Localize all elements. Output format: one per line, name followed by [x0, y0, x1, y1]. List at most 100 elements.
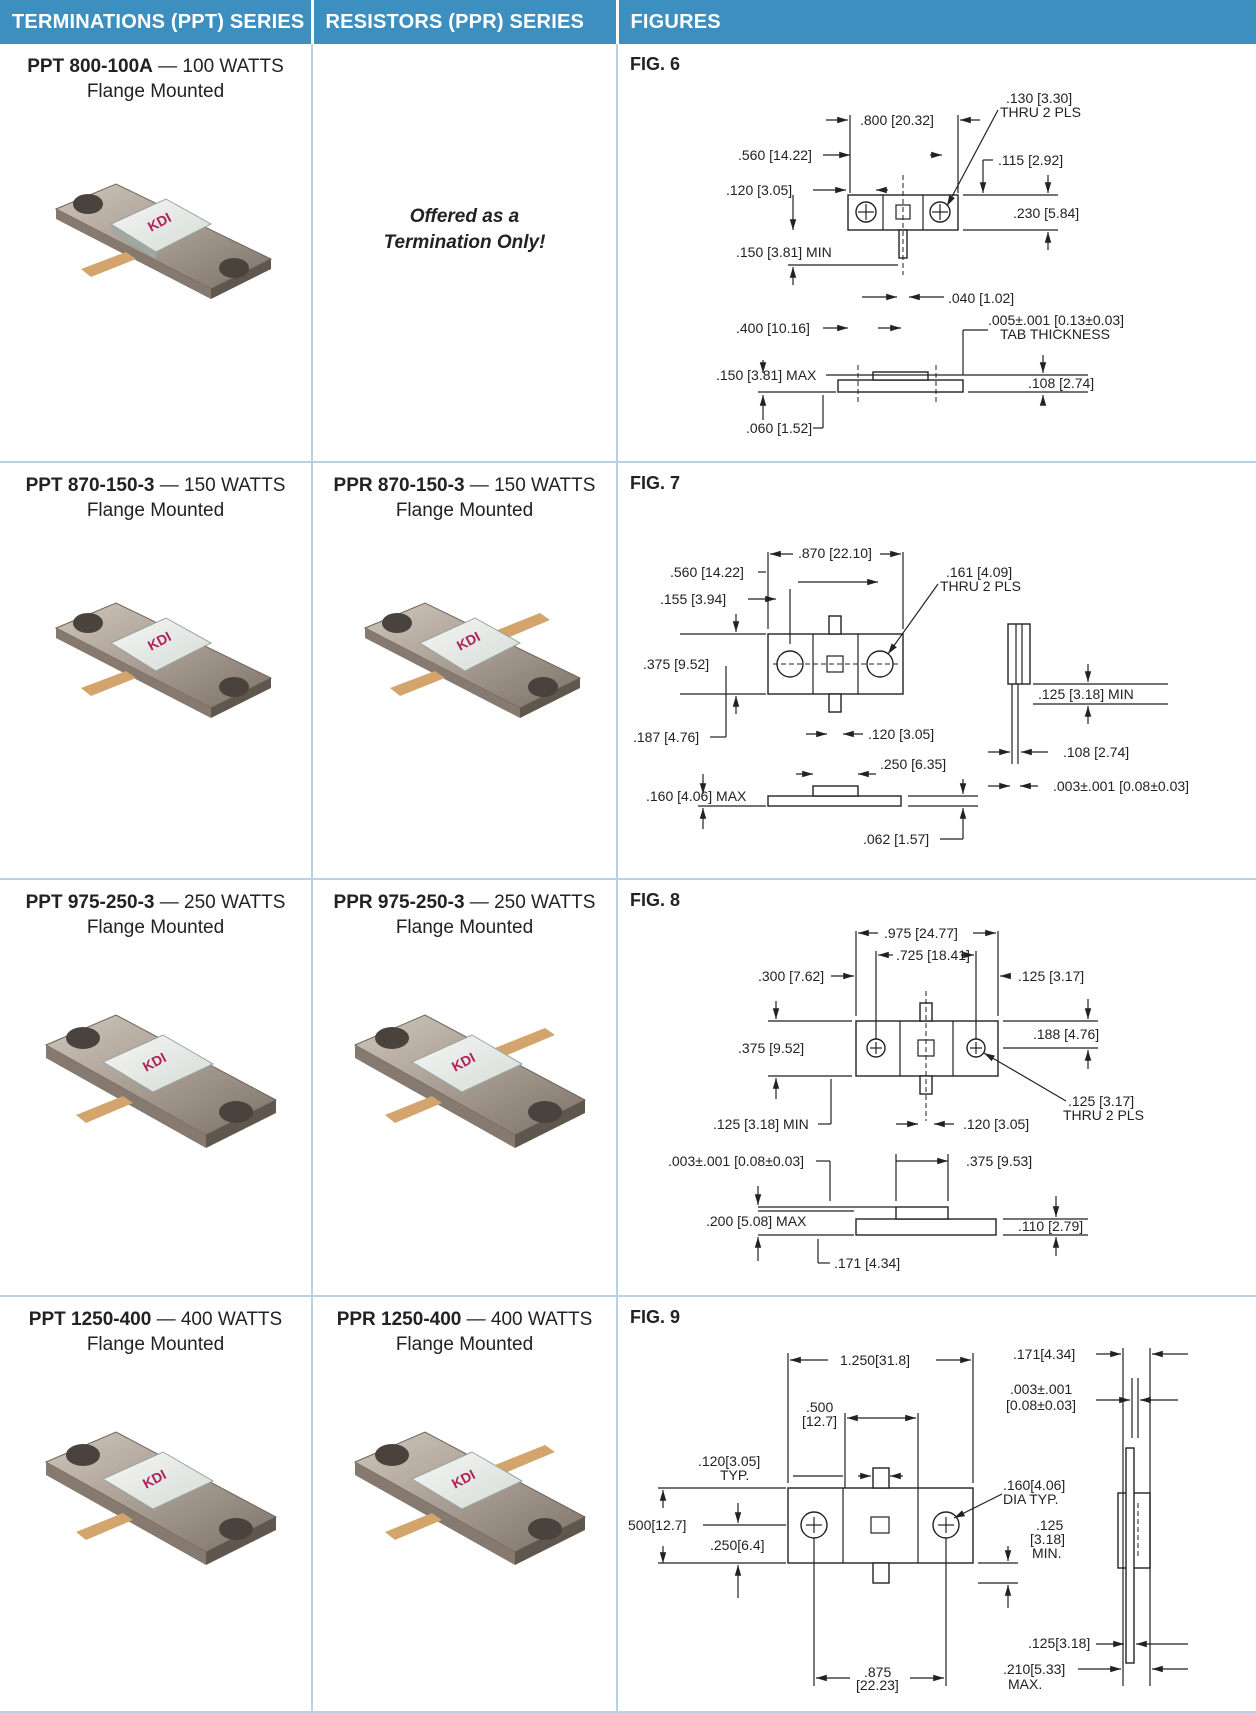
mount-type: Flange Mounted	[86, 81, 225, 102]
dim-label: .130 [3.30]	[1006, 90, 1072, 106]
table-row: PPT 975-250-3 — 250 WATTS Flange Mounted…	[0, 879, 1256, 1297]
part-number: PPT 870-150-3	[25, 475, 155, 496]
dim-label: THRU 2 PLS	[940, 578, 1021, 594]
ppt-cell: PPT 870-150-3 — 150 WATTS Flange Mounted…	[0, 462, 313, 880]
dim-label: .115 [2.92]	[998, 152, 1063, 168]
ppt-cell: PPT 1250-400 — 400 WATTS Flange Mounted …	[0, 1296, 313, 1713]
ppt-title: PPT 1250-400 — 400 WATTS Flange Mounted	[0, 1307, 311, 1357]
mount-type: Flange Mounted	[395, 1334, 534, 1355]
dim-label: 500[12.7]	[628, 1517, 686, 1533]
product-photo: KDI	[353, 1014, 586, 1148]
dim-label: .003±.001 [0.08±0.03]	[1053, 778, 1189, 794]
mount-type: Flange Mounted	[86, 1334, 225, 1355]
dim-label: THRU 2 PLS	[1000, 104, 1081, 120]
part-number: PPT 1250-400	[28, 1309, 152, 1330]
dim-label: .125 [3.17]	[1068, 1093, 1134, 1109]
ppt-title: PPT 975-250-3 — 250 WATTS Flange Mounted	[0, 890, 311, 940]
mount-type: Flange Mounted	[395, 917, 534, 938]
dim-label: .870 [22.10]	[798, 545, 872, 561]
dim-label: .120 [3.05]	[963, 1116, 1029, 1132]
figure-7-drawing: .870 [22.10] .560 [14.22] .161 [4.09] TH…	[633, 545, 1189, 847]
side-base	[837, 379, 964, 393]
figure-cell: FIG. 8 .975 [24.77]	[617, 879, 1256, 1297]
ppt-cell: PPT 975-250-3 — 250 WATTS Flange Mounted…	[0, 879, 313, 1297]
power-rating: — 100 WATTS	[152, 56, 284, 77]
part-number: PPT 800-100A	[27, 56, 153, 77]
part-number: PPR 1250-400	[336, 1309, 462, 1330]
dim-label: .040 [1.02]	[948, 290, 1014, 306]
product-photo: KDI	[363, 602, 581, 718]
dim-label: .125 [3.18] MIN	[713, 1116, 809, 1132]
dim-label: [3.18]	[1030, 1531, 1065, 1547]
termination-only-note: Offered as a Termination Only!	[383, 206, 546, 253]
dim-label: .875	[864, 1664, 891, 1680]
ppr-cell: PPR 870-150-3 — 150 WATTS Flange Mounted…	[312, 462, 618, 880]
dim-label: .005±.001 [0.13±0.03]	[988, 312, 1124, 328]
table-row: PPT 870-150-3 — 150 WATTS Flange Mounted…	[0, 462, 1256, 880]
dim-label: .125 [3.17]	[1018, 968, 1084, 984]
side-view	[1007, 623, 1031, 685]
ppr-cell: PPR 1250-400 — 400 WATTS Flange Mounted …	[312, 1296, 618, 1713]
table-row: PPT 800-100A — 100 WATTS Flange Mounted …	[0, 44, 1256, 463]
dim-label: .110 [2.79]	[1018, 1218, 1083, 1234]
dim-label: .160[4.06]	[1003, 1477, 1065, 1493]
power-rating: — 150 WATTS	[154, 475, 286, 496]
dim-label: .120 [3.05]	[726, 182, 792, 198]
side-base	[767, 795, 902, 807]
dim-label: .560 [14.22]	[738, 147, 812, 163]
dim-label: .230 [5.84]	[1013, 205, 1079, 221]
dim-label: .375 [9.52]	[643, 656, 709, 672]
figure-cell: FIG. 6 .800 [20.32]	[617, 44, 1256, 463]
power-rating: — 250 WATTS	[154, 892, 286, 913]
dim-label: .161 [4.09]	[946, 564, 1012, 580]
ppt-cell: PPT 800-100A — 100 WATTS Flange Mounted …	[0, 44, 313, 463]
dim-label: [12.7]	[802, 1413, 837, 1429]
dim-label: .725 [18.41]	[896, 947, 970, 963]
dim-label: .250 [6.35]	[880, 756, 946, 772]
dim-label: .062 [1.57]	[863, 831, 929, 847]
figure-cell: FIG. 7 .870 [22.10] .560 [14.22]	[617, 462, 1256, 880]
figure-label: FIG. 8	[630, 890, 681, 910]
dim-label: .250[6.4]	[710, 1537, 765, 1553]
product-photo: KDI	[54, 183, 272, 299]
power-rating: — 400 WATTS	[461, 1309, 593, 1330]
dim-label: .188 [4.76]	[1033, 1026, 1099, 1042]
dim-label: .375 [9.53]	[966, 1153, 1032, 1169]
power-rating: — 150 WATTS	[464, 475, 596, 496]
dim-label: .108 [2.74]	[1028, 375, 1094, 391]
dim-label: .500	[806, 1399, 833, 1415]
dim-label: .120 [3.05]	[868, 726, 934, 742]
figure-label: FIG. 6	[630, 54, 681, 74]
dim-label: .171 [4.34]	[834, 1255, 900, 1271]
dim-label: .800 [20.32]	[860, 112, 934, 128]
ppt-title: PPT 800-100A — 100 WATTS Flange Mounted	[0, 54, 311, 104]
figure-8-drawing: .975 [24.77] .725 [18.41] .300 [7.62] .1…	[668, 925, 1144, 1271]
dim-label: .003±.001	[1010, 1381, 1072, 1397]
ppr-title: PPR 870-150-3 — 150 WATTS Flange Mounted	[313, 473, 616, 523]
dim-label: .125[3.18]	[1028, 1635, 1090, 1651]
dim-label: .120[3.05]	[698, 1453, 760, 1469]
header-row: TERMINATIONS (PPT) SERIES RESISTORS (PPR…	[0, 0, 1256, 44]
dim-label: .400 [10.16]	[736, 320, 810, 336]
power-rating: — 400 WATTS	[151, 1309, 283, 1330]
product-photo: KDI	[54, 602, 272, 718]
product-photo: KDI	[353, 1431, 586, 1565]
dim-label: .160 [4.06] MAX	[646, 788, 747, 804]
ppt-title: PPT 870-150-3 — 150 WATTS Flange Mounted	[0, 473, 311, 523]
ppr-title: PPR 1250-400 — 400 WATTS Flange Mounted	[313, 1307, 616, 1357]
dim-label: DIA TYP.	[1003, 1491, 1059, 1507]
ppr-cell: Offered as a Termination Only!	[312, 44, 618, 463]
dim-label: .375 [9.52]	[738, 1040, 804, 1056]
dim-label: 1.250[31.8]	[840, 1352, 910, 1368]
dim-label: .125 [3.18] MIN	[1038, 686, 1134, 702]
dim-label: [0.08±0.03]	[1006, 1397, 1076, 1413]
mount-type: Flange Mounted	[86, 500, 225, 521]
part-number: PPR 975-250-3	[333, 892, 465, 913]
dim-label: .150 [3.81] MIN	[736, 244, 832, 260]
product-photo: KDI	[44, 1431, 277, 1565]
dim-label: .560 [14.22]	[670, 564, 744, 580]
dim-label: TYP.	[720, 1467, 749, 1483]
dim-label: .300 [7.62]	[758, 968, 824, 984]
